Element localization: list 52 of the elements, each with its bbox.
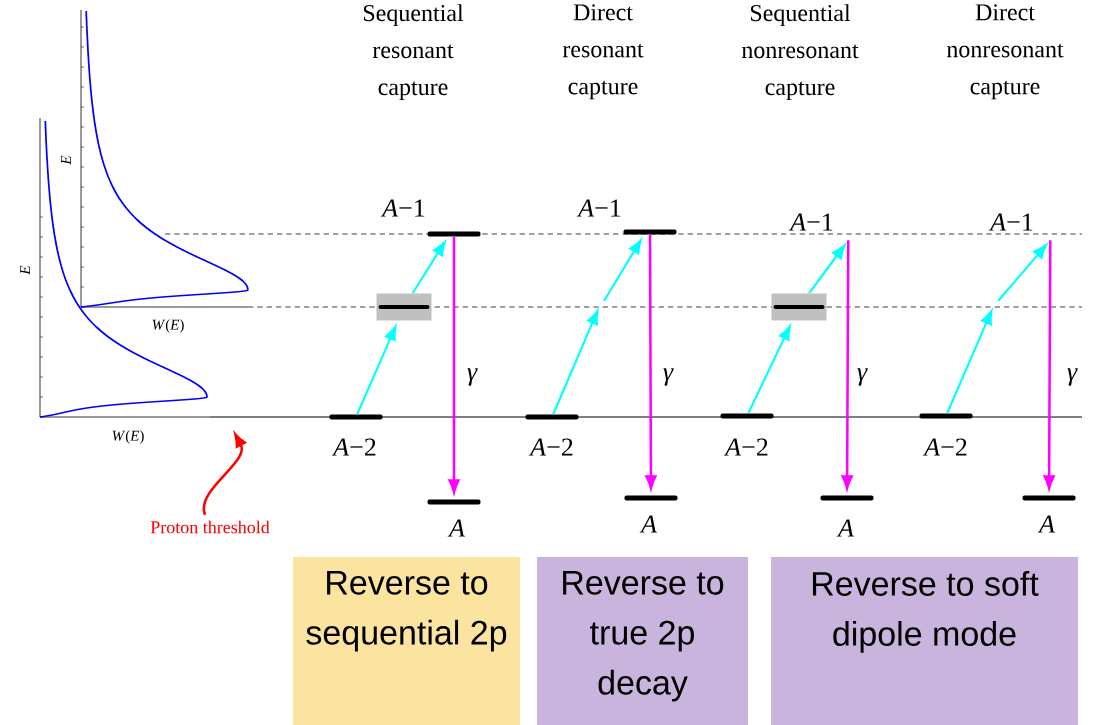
energy-level-bar [623,229,677,235]
resonance-level-box [771,293,827,321]
arrow [946,309,993,414]
level-label: A−2 [922,438,967,456]
arrow [1043,240,1055,490]
arrow [411,241,446,294]
arrow [841,240,853,490]
arrow [747,325,791,414]
resonance-level-box [376,293,432,321]
arrow [645,234,657,490]
edge-label: γ [467,368,478,386]
energy-level-bar [525,414,579,420]
summary-box: Reverse to sequential 2p [293,557,520,725]
level-label: A−1 [988,213,1033,231]
energy-level-bar [820,495,874,501]
level-label: A [447,519,466,537]
panel-heading: Sequential resonant capture [363,4,464,100]
axis-label: E [20,265,30,275]
level-label: A−2 [723,438,768,456]
level-label: A−2 [528,438,573,456]
edge-label: γ [663,368,674,386]
energy-level-bar [427,231,481,237]
arrow [356,325,397,415]
panel-heading: Direct nonresonant capture [946,4,1064,100]
level-label: A−1 [788,213,833,231]
summary-box: Reverse to true 2p decay [537,557,748,725]
level-label: A−2 [331,438,376,456]
arrow [448,236,460,494]
arrow [997,244,1048,302]
energy-level-bar [720,413,774,419]
level-label: A−1 [380,199,425,217]
panel-heading: Direct resonant capture [562,4,644,100]
edge-label: γ [857,368,868,386]
energy-level-bar [329,414,383,420]
axis-label: W(E) [112,430,144,444]
axis-label: W(E) [152,319,184,333]
panel-heading: Sequential nonresonant capture [741,4,859,100]
energy-level-bar [1022,495,1076,501]
summary-box: Reverse to soft dipole mode [771,557,1078,725]
annotation-text: Proton threshold [150,520,270,534]
axis-label: E [61,155,71,165]
level-label: A [836,519,855,537]
level-label: A [1037,515,1056,533]
level-label: A−1 [576,199,621,217]
level-label: A [639,515,658,533]
arrow [808,244,846,294]
arrow [552,309,599,415]
energy-level-bar [427,499,481,505]
edge-label: γ [1067,368,1078,386]
energy-level-bar [624,495,678,501]
energy-level-bar [919,413,973,419]
arrow [603,239,642,302]
